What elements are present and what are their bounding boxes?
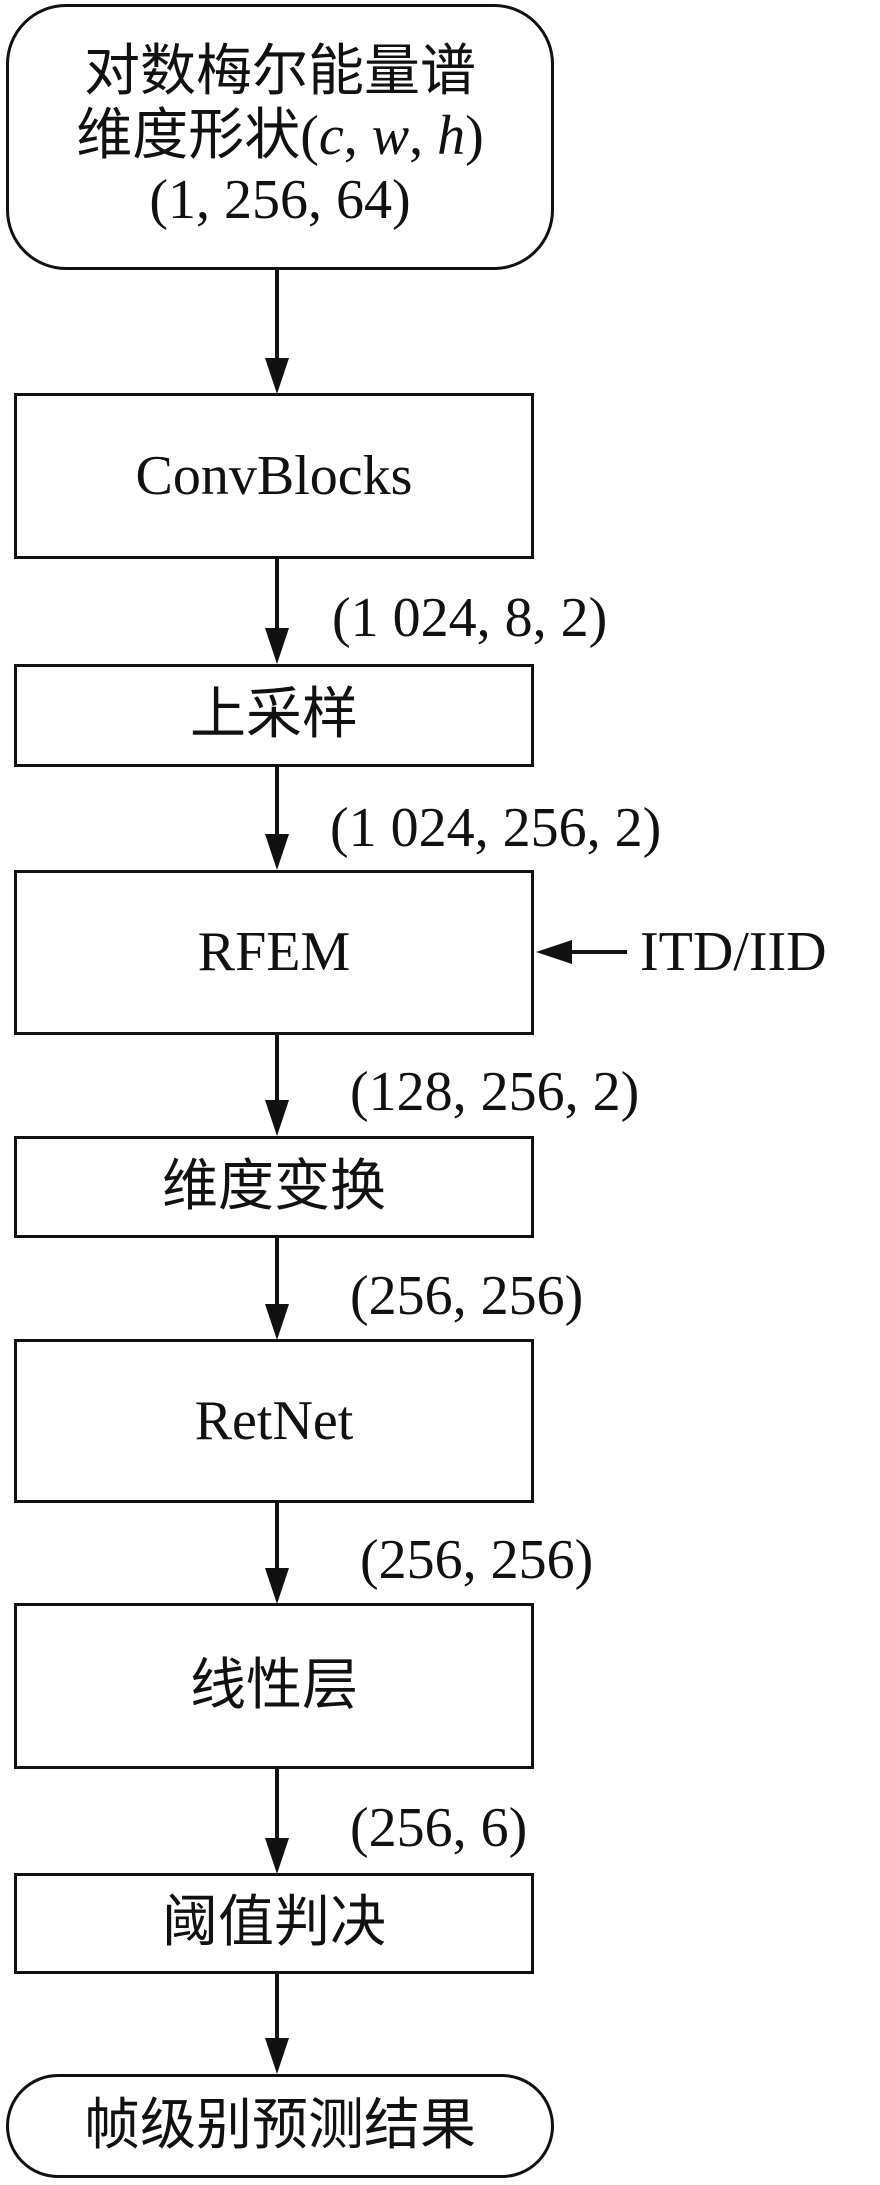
retnet-label: RetNet <box>194 1389 354 1452</box>
itd-iid-input: ITD/IID <box>640 921 827 983</box>
arrow-linear-to-threshold <box>265 1769 289 1874</box>
reshape-label: 维度变换 <box>162 1155 386 1218</box>
arrow-threshold-to-output <box>265 1974 289 2074</box>
arrow-itdiid-to-rfem <box>536 940 627 964</box>
output-node: 帧级别预测结果 <box>6 2074 554 2178</box>
shape-after-linear: (256, 6) <box>350 1797 528 1859</box>
input-title: 对数梅尔能量谱 <box>84 41 476 104</box>
upsample-node: 上采样 <box>14 664 534 767</box>
linear-layer-node: 线性层 <box>14 1603 534 1769</box>
input-shape-format: 维度形状(c, w, h) <box>76 105 484 168</box>
threshold-label: 阈值判决 <box>162 1892 386 1955</box>
shape-after-reshape: (256, 256) <box>350 1265 584 1327</box>
input-spectrogram-node: 对数梅尔能量谱 维度形状(c, w, h) (1, 256, 64) <box>6 4 554 270</box>
shape-after-convblocks: (1 024, 8, 2) <box>332 587 608 649</box>
convblocks-node: ConvBlocks <box>14 393 534 559</box>
linear-label: 线性层 <box>190 1654 358 1717</box>
arrow-retnet-to-linear <box>265 1503 289 1604</box>
shape-after-rfem: (128, 256, 2) <box>350 1061 640 1123</box>
rfem-node: RFEM <box>14 870 534 1035</box>
arrow-upsample-to-rfem <box>265 767 289 870</box>
output-label: 帧级别预测结果 <box>84 2094 476 2157</box>
arrow-reshape-to-retnet <box>265 1238 289 1340</box>
shape-after-upsample: (1 024, 256, 2) <box>330 797 662 859</box>
retnet-node: RetNet <box>14 1339 534 1503</box>
convblocks-label: ConvBlocks <box>135 444 413 507</box>
reshape-node: 维度变换 <box>14 1136 534 1238</box>
upsample-label: 上采样 <box>190 684 358 747</box>
arrow-convblocks-to-upsample <box>265 559 289 664</box>
rfem-label: RFEM <box>197 921 351 984</box>
threshold-node: 阈值判决 <box>14 1873 534 1974</box>
arrow-rfem-to-reshape <box>265 1035 289 1136</box>
shape-after-retnet: (256, 256) <box>360 1529 594 1591</box>
input-shape-value: (1, 256, 64) <box>149 168 411 231</box>
arrow-input-to-convblocks <box>265 270 289 394</box>
